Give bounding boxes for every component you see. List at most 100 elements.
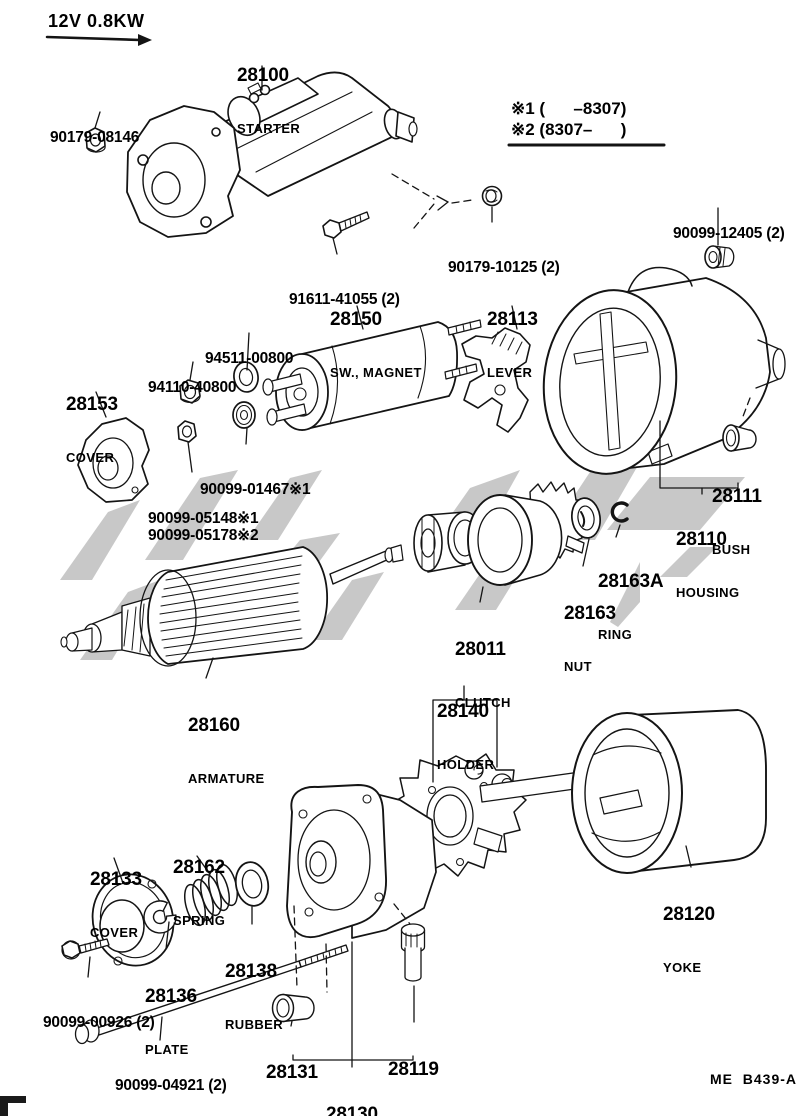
part-number: 90099-05178※2 [148, 527, 259, 544]
part-name: COVER [90, 925, 139, 940]
part-number: 28162 [173, 857, 225, 878]
bush-28111-drawing [722, 424, 757, 452]
label-28131: 28131 BUSH [266, 1027, 318, 1116]
label-28160: 28160 ARMATURE [188, 680, 265, 822]
note-line-2: ※2 (8307– ) [511, 120, 627, 139]
label-28133: 28133 COVER [90, 834, 142, 976]
lever-drawing [461, 327, 531, 433]
part-name: PLATE [145, 1042, 189, 1057]
watermark-logo [0, 462, 745, 1116]
washer-90099-01467-drawing [232, 401, 256, 429]
label-28162: 28162 SPRING [173, 822, 225, 964]
part-number: 28153 [66, 394, 118, 415]
label-28140: 28140 HOLDER [437, 666, 494, 808]
cover-28119-drawing [400, 923, 426, 982]
housing-drawing [542, 266, 786, 475]
part-number: 28119 [388, 1059, 439, 1080]
part-name: YOKE [663, 960, 702, 975]
rubber-28138-drawing [234, 861, 270, 907]
part-number: 28140 [437, 701, 489, 722]
part-number: 28120 [663, 904, 715, 925]
part-number: 28100 [237, 65, 289, 86]
label-28110: 28110 HOUSING [676, 494, 739, 636]
label-28163A: 28163A RING [598, 536, 664, 678]
armature-drawing [60, 544, 404, 667]
nut-28163-drawing [571, 497, 601, 539]
label-28150: 28150 SW., MAGNET [330, 274, 422, 416]
part-number: 91611-41055 (2) [289, 291, 400, 308]
label-90099-05178: 90099-05178※2 [148, 492, 259, 580]
washer-94511-00800-drawing [233, 361, 259, 393]
part-name: SPRING [173, 913, 226, 928]
label-90099-01467: 90099-01467※1 [200, 446, 311, 534]
label-90099-04921: 90099-04921 (2) [115, 1042, 227, 1116]
part-number: 28133 [90, 869, 142, 890]
part-name: LEVER [487, 365, 533, 380]
part-number: 90099-12405 (2) [673, 225, 785, 242]
part-number: 28163A [598, 571, 664, 592]
nut-94110-40800-drawing [179, 379, 201, 404]
part-name: CLUTCH [455, 695, 511, 710]
label-28100: 28100 STARTER [237, 30, 300, 172]
part-name: BUSH [712, 542, 751, 557]
part-number: 28113 [487, 309, 538, 330]
label-28120: 28120 YOKE [663, 869, 715, 1011]
part-number: 90099-00926 (2) [43, 1014, 155, 1031]
label-90179-08146: 90179-08146 [50, 94, 139, 182]
label-28136: 28136 PLATE [145, 951, 197, 1093]
part-name: HOLDER [437, 757, 495, 772]
dashed-lines [293, 173, 751, 993]
label-28011: 28011 CLUTCH [455, 604, 511, 746]
part-name: NUT [564, 659, 592, 674]
label-28130: 28130 FRAME [326, 1069, 378, 1116]
bolt-91611-41055-drawing [322, 211, 370, 239]
spec-title: 12V 0.8KW [48, 11, 145, 31]
part-number: 28136 [145, 986, 197, 1007]
part-number: 28111 [712, 486, 762, 507]
plate-28136-drawing [143, 900, 177, 934]
part-number: 28160 [188, 715, 240, 736]
note-line-1: ※1 ( –8307) [511, 99, 627, 118]
part-number: 28011 [455, 639, 506, 660]
clutch-drawing [413, 481, 585, 586]
part-number: 28110 [676, 529, 727, 550]
yoke-drawing [479, 709, 767, 874]
label-28153: 28153 COVER [66, 359, 118, 501]
dashed-arrowhead [436, 195, 449, 211]
frame-drawing [286, 784, 437, 939]
part-number: 90099-01467※1 [200, 481, 311, 498]
part-name: RING [598, 627, 633, 642]
nut-90099-05148-drawing [177, 420, 197, 443]
leader-lines [87, 65, 739, 1068]
part-number: 90179-08146 [50, 129, 140, 146]
part-name: HOUSING [676, 585, 740, 600]
part-number: 28138 [225, 961, 277, 982]
part-number: 28130 [326, 1104, 378, 1116]
label-90099-05148: 90099-05148※1 [148, 475, 259, 563]
part-name: STARTER [237, 121, 301, 136]
part-number: 90099-04921 (2) [115, 1077, 227, 1094]
part-name: COVER [66, 450, 115, 465]
ring-90099-12405-drawing [704, 245, 735, 269]
part-number: 28150 [330, 309, 382, 330]
part-number: 28163 [564, 603, 616, 624]
label-28138: 28138 RUBBER [225, 926, 283, 1068]
part-number: 94110-40800 [148, 379, 237, 396]
magnet-switch-drawing [262, 319, 482, 431]
figure-reference-code: ME B439-A [710, 1071, 798, 1087]
part-name: ARMATURE [188, 771, 265, 786]
part-name: SW., MAGNET [330, 365, 422, 380]
through-bolt-90099-04921-drawing [74, 944, 349, 1045]
label-28111: 28111 BUSH [712, 451, 762, 593]
part-number: 28131 [266, 1062, 318, 1083]
label-28119: 28119 COVER [388, 1024, 439, 1116]
nut-90179-10125-drawing [481, 185, 503, 207]
label-90179-10125: 90179-10125 (2) [448, 224, 560, 312]
part-name: RUBBER [225, 1017, 284, 1032]
cover-28153-drawing [77, 417, 150, 503]
note-box: ※1 ( –8307) ※2 (8307– ) [511, 98, 626, 140]
bush-28131-drawing [271, 993, 315, 1023]
label-94110-40800: 94110-40800 [148, 344, 237, 432]
